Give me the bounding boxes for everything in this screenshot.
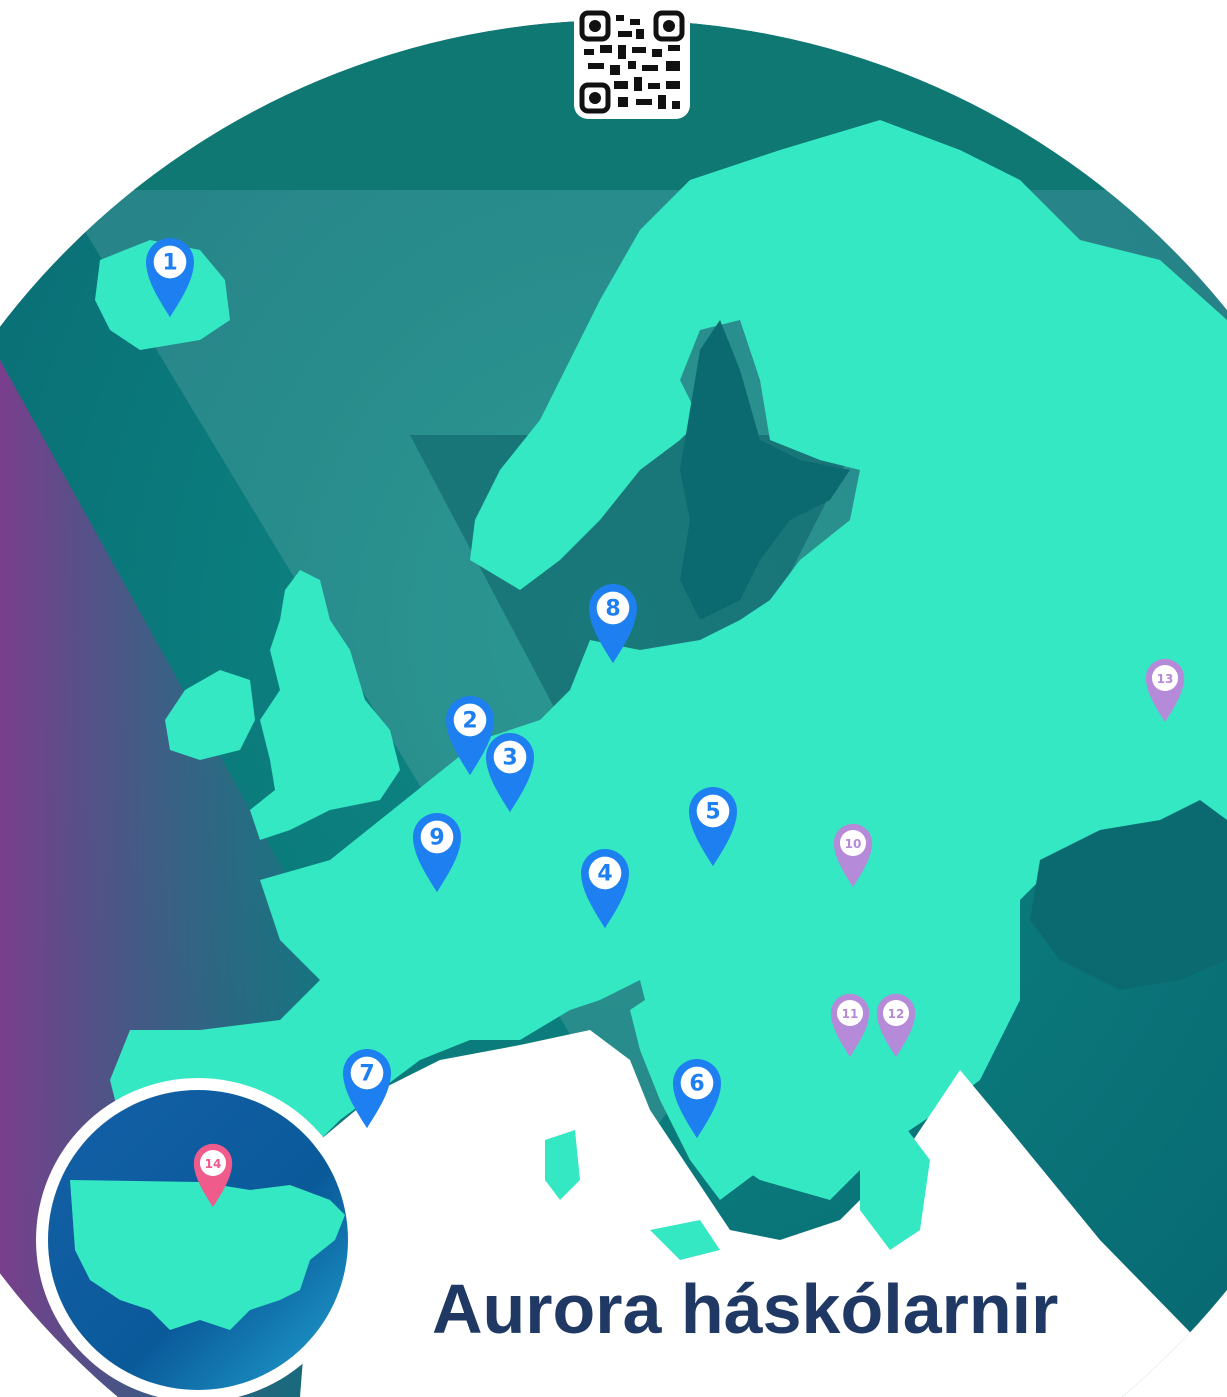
map-pin-badge (153, 245, 187, 279)
sardinia (545, 1130, 580, 1200)
map-pin-badge (882, 999, 910, 1027)
map-pin-badge (453, 703, 487, 737)
map-pin-3[interactable]: 3 (486, 733, 534, 813)
black-sea (1030, 800, 1227, 990)
mainland-europe (110, 120, 1227, 1200)
map-pin-label: 12 (888, 1007, 905, 1021)
map-pin-label: 5 (705, 800, 720, 825)
map-pin-label: 13 (1157, 672, 1174, 686)
map-pin-badge (596, 591, 630, 625)
map-pin-label: 8 (605, 597, 620, 622)
map-pin-6[interactable]: 6 (673, 1059, 721, 1139)
great-britain (250, 570, 400, 840)
scandinavia-gulf (680, 320, 850, 620)
map-pin-label: 4 (597, 862, 612, 887)
map-pin-14[interactable]: 14 (193, 1143, 233, 1208)
qr-code-icon[interactable] (574, 5, 690, 119)
map-pin-10[interactable]: 10 (833, 823, 873, 888)
svalbard-norway-north (870, 160, 1000, 260)
map-pin-13[interactable]: 13 (1145, 658, 1185, 723)
map-pin-label: 10 (845, 837, 862, 851)
usa-map-icon (70, 1180, 345, 1330)
map-pin-label: 2 (462, 709, 477, 734)
map-pin-7[interactable]: 7 (343, 1049, 391, 1129)
map-title: Aurora háskólarnir (432, 1270, 1059, 1348)
map-pin-badge (836, 999, 864, 1027)
map-pin-label: 11 (842, 1007, 859, 1021)
usa-inset (36, 1078, 360, 1397)
map-pin-label: 1 (162, 251, 177, 276)
map-pin-badge (588, 856, 622, 890)
map-pin-4[interactable]: 4 (581, 849, 629, 929)
map-pin-5[interactable]: 5 (689, 787, 737, 867)
map-pin-label: 7 (359, 1062, 374, 1087)
greece (860, 1120, 930, 1250)
map-pin-label: 3 (502, 746, 517, 771)
map-pin-11[interactable]: 11 (830, 993, 870, 1058)
ireland (165, 670, 255, 760)
map-pin-badge (420, 820, 454, 854)
map-pin-8[interactable]: 8 (589, 584, 637, 664)
sicily (650, 1220, 720, 1260)
map-pin-badge (1151, 664, 1179, 692)
mediterranean-white (300, 1030, 1227, 1397)
map-pin-label: 9 (429, 826, 444, 851)
map-pin-badge (493, 740, 527, 774)
map-pin-badge (350, 1056, 384, 1090)
map-pin-12[interactable]: 12 (876, 993, 916, 1058)
map-pin-label: 6 (689, 1072, 704, 1097)
map-pin-badge (680, 1066, 714, 1100)
map-pin-2[interactable]: 2 (446, 696, 494, 776)
map-pin-9[interactable]: 9 (413, 813, 461, 893)
map-pin-1[interactable]: 1 (146, 238, 194, 318)
map-pin-label: 14 (205, 1157, 222, 1171)
map-pin-badge (199, 1149, 227, 1177)
map-pin-badge (696, 794, 730, 828)
map-pin-badge (839, 829, 867, 857)
